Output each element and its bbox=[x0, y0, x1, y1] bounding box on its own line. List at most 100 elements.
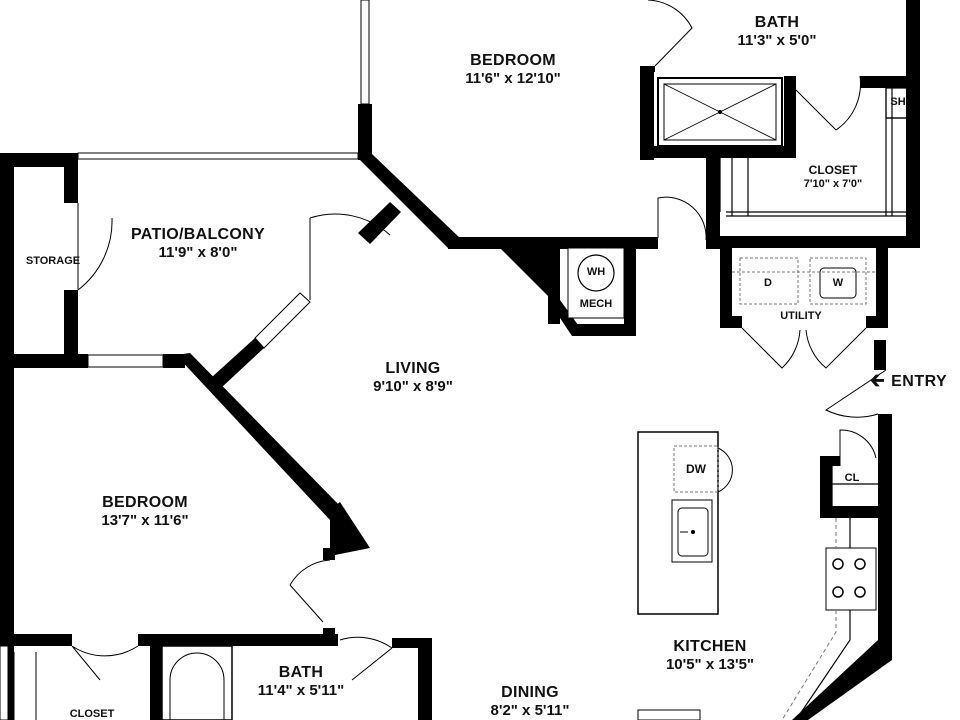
arrow-left-icon: 🡰 bbox=[870, 370, 886, 390]
wall-segment bbox=[138, 634, 338, 646]
wall-segment bbox=[548, 300, 586, 336]
entry-text: ENTRY bbox=[891, 373, 948, 390]
dishwasher-icon bbox=[673, 445, 719, 493]
washer-icon bbox=[809, 257, 867, 305]
wall-segment bbox=[392, 638, 432, 648]
wall-segment bbox=[176, 353, 342, 520]
door-swing bbox=[839, 429, 877, 466]
room-label-bath-top: BATH 11'3" x 5'0" bbox=[712, 14, 842, 50]
room-name: PATIO/BALCONY bbox=[131, 226, 265, 243]
wall-segment bbox=[0, 354, 88, 368]
room-dimensions: 11'4" x 5'11" bbox=[257, 682, 345, 700]
wall-segment bbox=[860, 76, 916, 88]
wall-segment bbox=[358, 104, 372, 160]
wall-segment bbox=[878, 414, 892, 654]
door-swing bbox=[309, 213, 391, 300]
room-label-bedroom-left: BEDROOM 13'7" x 11'6" bbox=[80, 494, 210, 530]
wall-segment bbox=[720, 316, 742, 328]
room-name: BATH bbox=[754, 14, 800, 31]
coat-closet-label: CL bbox=[844, 472, 860, 484]
wall-segment bbox=[0, 153, 14, 720]
wall-segment bbox=[0, 153, 78, 167]
room-label-dining: DINING 8'2" x 5'11" bbox=[470, 684, 590, 720]
room-name: CLOSET bbox=[808, 163, 858, 177]
dishwasher-label: DW bbox=[686, 462, 706, 476]
tub-inner bbox=[169, 652, 225, 720]
room-name: BEDROOM bbox=[102, 494, 188, 511]
wall-segment bbox=[358, 202, 401, 244]
counter-edge bbox=[781, 518, 837, 720]
shower-drain bbox=[718, 110, 722, 114]
door-swing bbox=[339, 636, 393, 681]
door-swing bbox=[795, 75, 862, 131]
wall-segment bbox=[906, 76, 920, 248]
sink-icon bbox=[671, 499, 713, 563]
room-label-bath-bottom: BATH 11'4" x 5'11" bbox=[236, 664, 366, 700]
wall-segment bbox=[150, 640, 162, 720]
thin-lines bbox=[719, 87, 909, 506]
room-name: LIVING bbox=[385, 360, 441, 377]
mech-label: MECH bbox=[579, 298, 613, 310]
closet-bottom-label: CLOSET bbox=[69, 708, 115, 720]
wall-segment bbox=[574, 324, 636, 336]
range bbox=[825, 547, 877, 611]
wall-segment bbox=[820, 456, 832, 518]
window bbox=[77, 152, 359, 160]
wall-segment bbox=[820, 506, 886, 518]
room-dimensions: 9'10" x 8'9" bbox=[373, 378, 453, 396]
doors bbox=[71, 0, 887, 681]
door-swing bbox=[805, 327, 867, 369]
wall-segment bbox=[720, 248, 732, 328]
room-label-patio: PATIO/BALCONY 11'9" x 8'0" bbox=[108, 226, 288, 262]
window bbox=[0, 645, 9, 720]
shower-inner bbox=[663, 83, 777, 141]
wall-segment bbox=[874, 340, 886, 370]
wall-segment bbox=[820, 456, 840, 466]
wall-segment bbox=[784, 76, 796, 158]
wall-segment bbox=[866, 316, 888, 328]
room-label-closet-top: CLOSET 7'10" x 7'0" bbox=[778, 163, 888, 190]
washer-tub-icon bbox=[819, 267, 857, 299]
wall-segment bbox=[906, 0, 920, 88]
room-name: KITCHEN bbox=[673, 638, 747, 655]
window bbox=[254, 292, 311, 349]
wall-segment bbox=[640, 66, 654, 160]
room-name: BEDROOM bbox=[470, 52, 556, 69]
door-swing bbox=[657, 196, 707, 241]
washer-label: W bbox=[832, 277, 844, 289]
window bbox=[360, 0, 370, 105]
wall-segment bbox=[624, 244, 636, 336]
entry-label: 🡰 ENTRY bbox=[870, 368, 947, 398]
wall-segment bbox=[212, 338, 264, 388]
door-swing bbox=[825, 369, 887, 418]
wall-segment bbox=[14, 634, 72, 646]
room-dimensions: 11'6" x 12'10" bbox=[465, 70, 561, 88]
storage-label: STORAGE bbox=[25, 255, 81, 267]
wall-segment bbox=[358, 154, 462, 248]
room-name: DINING bbox=[501, 684, 559, 701]
water-heater-label: WH bbox=[586, 266, 606, 278]
room-dimensions: 13'7" x 11'6" bbox=[101, 512, 189, 530]
shelf-label: SH bbox=[890, 96, 906, 108]
tub bbox=[161, 645, 233, 720]
wall-segment bbox=[500, 248, 552, 300]
room-label-bedroom-top: BEDROOM 11'6" x 12'10" bbox=[438, 52, 588, 88]
wall-segment bbox=[706, 236, 912, 248]
wall-segment bbox=[418, 640, 432, 720]
room-dimensions: 7'10" x 7'0" bbox=[803, 177, 863, 190]
burner-icon bbox=[854, 558, 866, 570]
door-swing bbox=[77, 203, 113, 291]
utility-label: UTILITY bbox=[780, 310, 822, 322]
room-label-kitchen: KITCHEN 10'5" x 13'5" bbox=[650, 638, 770, 674]
wall-segment bbox=[64, 153, 78, 203]
dishwasher-swing bbox=[717, 447, 733, 493]
wall-segment bbox=[330, 502, 370, 556]
wall-segment bbox=[640, 146, 788, 158]
wall-segment bbox=[323, 548, 335, 560]
faucet-icon bbox=[691, 530, 695, 534]
wall-segment bbox=[64, 290, 78, 354]
wall-segment bbox=[640, 66, 655, 72]
wall-segment bbox=[876, 248, 888, 328]
